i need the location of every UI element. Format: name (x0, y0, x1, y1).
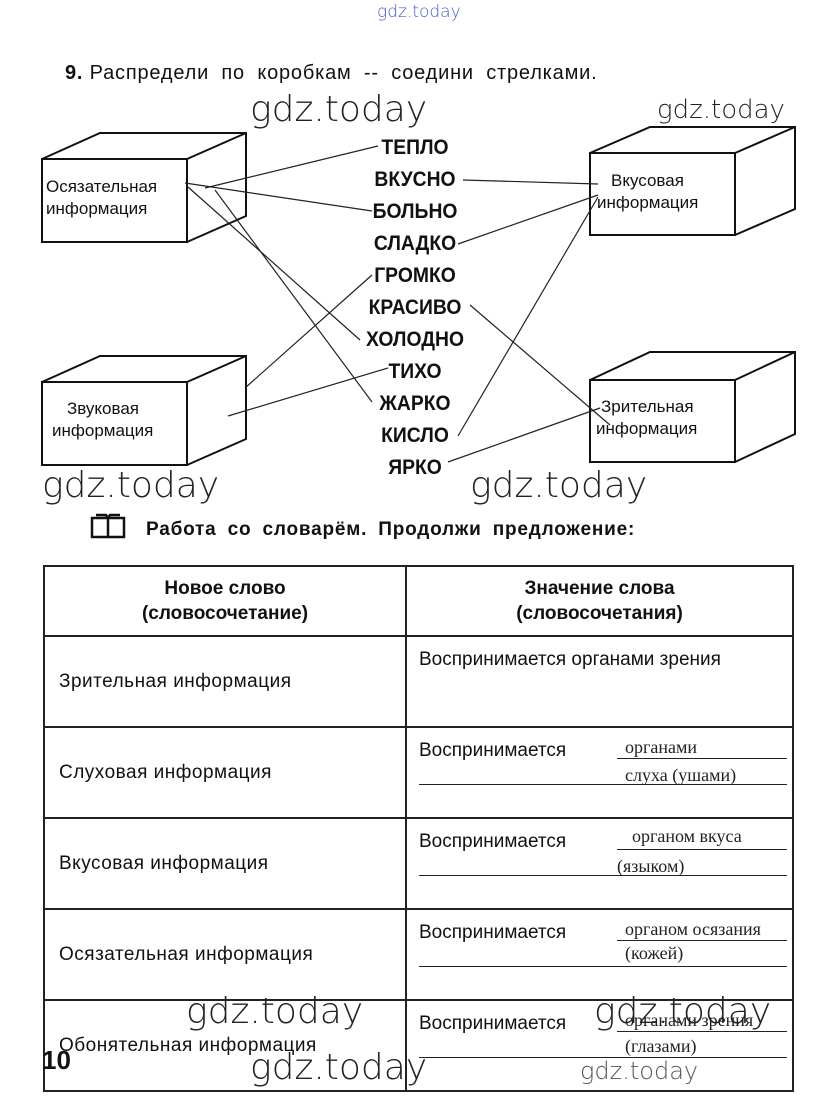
cube-sound (41, 355, 247, 466)
table-row: Обонятельная информация Воспринимается о… (43, 999, 794, 1092)
term-cell: Осязательная информация (43, 908, 407, 1001)
word-item: ЯРКО (388, 456, 442, 479)
answer-line-1: органами зрения (625, 1010, 754, 1030)
page-number: 10 (42, 1045, 71, 1075)
task-number: 9. (65, 62, 84, 84)
answer-line-2: (языком) (617, 856, 685, 876)
meaning-cell: Воспринимается органами слуха (ушами) (405, 726, 794, 819)
dictionary-title: Работа со словарём. Продолжи предложение… (146, 519, 636, 540)
watermark: gdz.today (250, 1047, 428, 1088)
term-cell: Вкусовая информация (43, 817, 407, 910)
word-item: ГРОМКО (374, 264, 456, 287)
word-item: БОЛЬНО (372, 200, 458, 223)
watermark: gdz.today (580, 1057, 699, 1085)
meaning-prefix: Воспринимается (419, 740, 567, 761)
word-item: КРАСИВО (368, 296, 462, 319)
dictionary-table: Новое слово (словосочетание) Значение сл… (43, 565, 794, 1092)
column-header-term: Новое слово (словосочетание) (43, 565, 407, 637)
meaning-cell: Воспринимается органом вкуса (языком) (405, 817, 794, 910)
table-row: Слуховая информация Воспринимается орган… (43, 726, 794, 819)
answer-line-2: (глазами) (625, 1036, 697, 1056)
answer-line-1: органом вкуса (632, 826, 742, 846)
word-item: ТИХО (388, 360, 442, 383)
meaning-cell: Воспринимается органом осязания (кожей) (405, 908, 794, 1001)
cube-tactile (41, 132, 247, 243)
cube-taste (589, 126, 796, 236)
word-item: ТЕПЛО (381, 136, 449, 159)
answer-line-2: слуха (ушами) (625, 765, 737, 785)
column-header-meaning: Значение слова (словосочетания) (405, 565, 794, 637)
answer-line-1: органом осязания (625, 919, 761, 939)
answer-line-1: органами (625, 737, 698, 757)
diagram (41, 126, 796, 466)
term-cell: Слуховая информация (43, 726, 407, 819)
answer-line-2: (кожей) (625, 943, 684, 963)
word-item: ВКУСНО (374, 168, 456, 191)
watermark: gdz.today (186, 991, 364, 1032)
meaning-prefix: Воспринимается (419, 922, 567, 943)
term-cell: Обонятельная информация (43, 999, 407, 1092)
watermark: gdz.today (657, 95, 785, 125)
meaning-prefix: Воспринимается (419, 831, 567, 852)
word-item: КИСЛО (381, 424, 449, 447)
table-row: Осязательная информация Воспринимается о… (43, 908, 794, 1001)
word-item: СЛАДКО (373, 232, 457, 255)
meaning-cell: Воспринимается органами зрения (глазами) (405, 999, 794, 1092)
word-item: ЖАРКО (379, 392, 451, 415)
connection-lines (184, 145, 611, 463)
cube-visual (589, 351, 796, 463)
table-row: Вкусовая информация Воспринимается орган… (43, 817, 794, 910)
watermark: gdz.today (377, 2, 461, 22)
watermark: gdz.today (594, 991, 772, 1032)
watermark: gdz.today (42, 465, 220, 506)
meaning-prefix: Воспринимается (419, 1013, 567, 1034)
book-icon (90, 513, 126, 539)
meaning-cell: Воспринимается органами зрения (405, 635, 794, 728)
term-cell: Зрительная информация (43, 635, 407, 728)
task-text: Распредели по коробкам -- соедини стрелк… (89, 62, 598, 84)
table-header-row: Новое слово (словосочетание) Значение сл… (43, 565, 794, 637)
word-item: ХОЛОДНО (365, 328, 465, 351)
task-heading: 9. Распредели по коробкам -- соедини стр… (65, 62, 597, 85)
table-row: Зрительная информация Воспринимается орг… (43, 635, 794, 728)
watermark: gdz.today (250, 89, 428, 130)
watermark: gdz.today (470, 465, 648, 506)
